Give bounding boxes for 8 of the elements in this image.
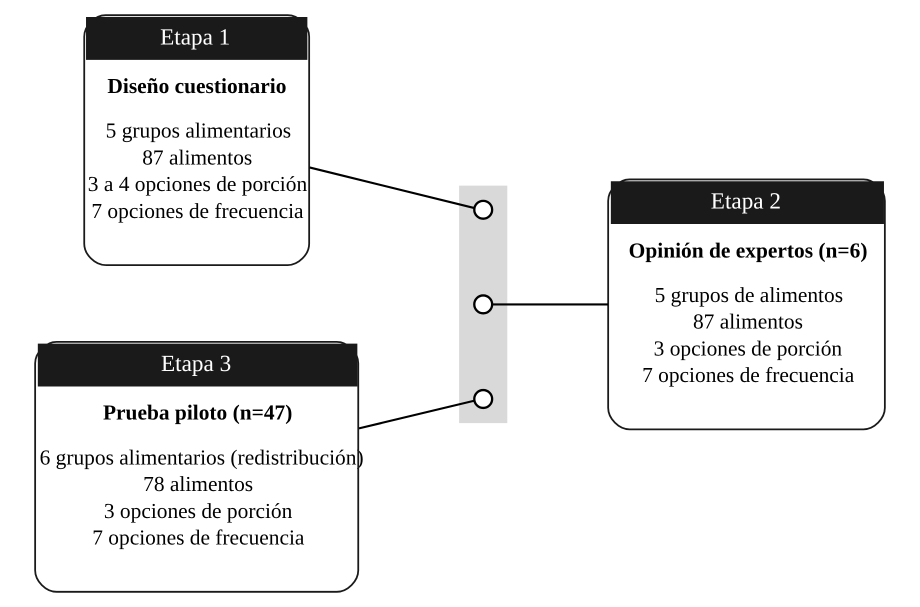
connector	[309, 166, 475, 210]
connector	[358, 400, 474, 430]
node-circle	[473, 388, 494, 410]
connector	[492, 303, 608, 306]
node-circle	[473, 200, 494, 220]
node-box: Etapa 1 Diseño cuestionario 5 grupos alimentarios 87 alimentos 3 a 4 opciones de porción 7 opciones de frecuencia	[83, 14, 310, 266]
cluster	[459, 186, 508, 424]
node-circle	[473, 294, 494, 314]
